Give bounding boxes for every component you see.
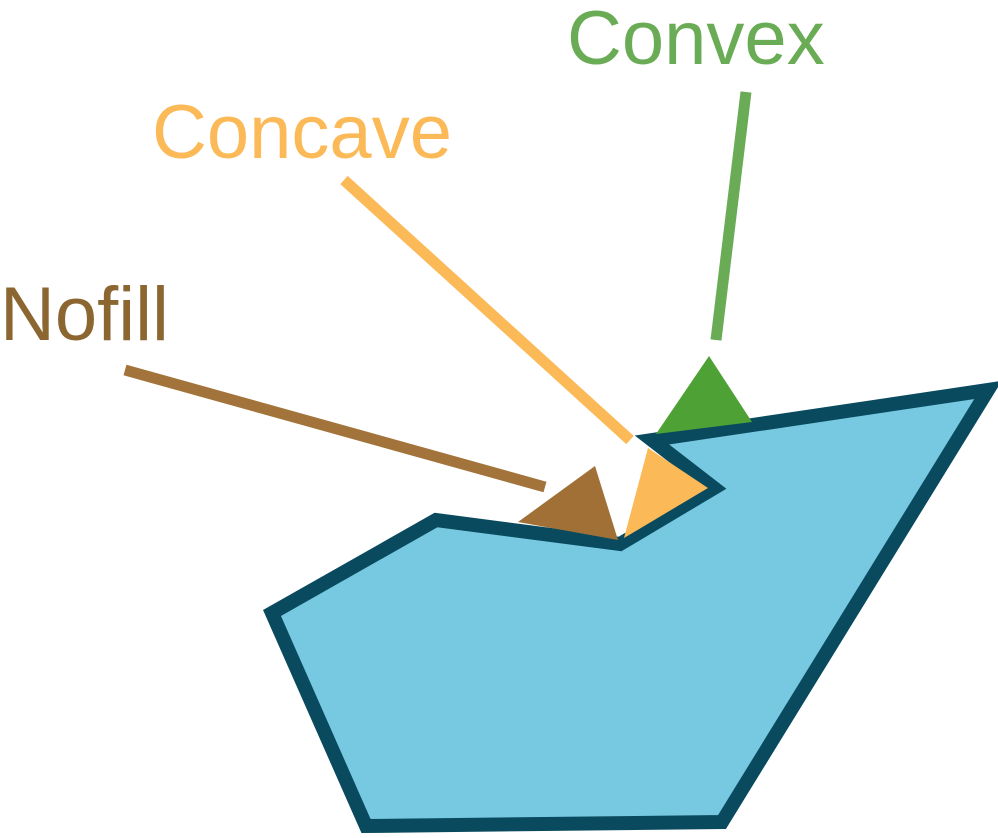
nofill-label: Nofill [0, 272, 169, 357]
convex-corner-triangle [656, 356, 752, 434]
convex-label: Convex [567, 0, 825, 81]
concave-corner-triangle [624, 448, 708, 538]
polygon-shape [263, 381, 998, 834]
nofill-corner-triangle [518, 466, 618, 540]
concave-label: Concave [152, 90, 452, 175]
convex-leader-line [710, 91, 752, 341]
nofill-leader-line [123, 364, 547, 493]
concave-leader-line [340, 175, 634, 445]
